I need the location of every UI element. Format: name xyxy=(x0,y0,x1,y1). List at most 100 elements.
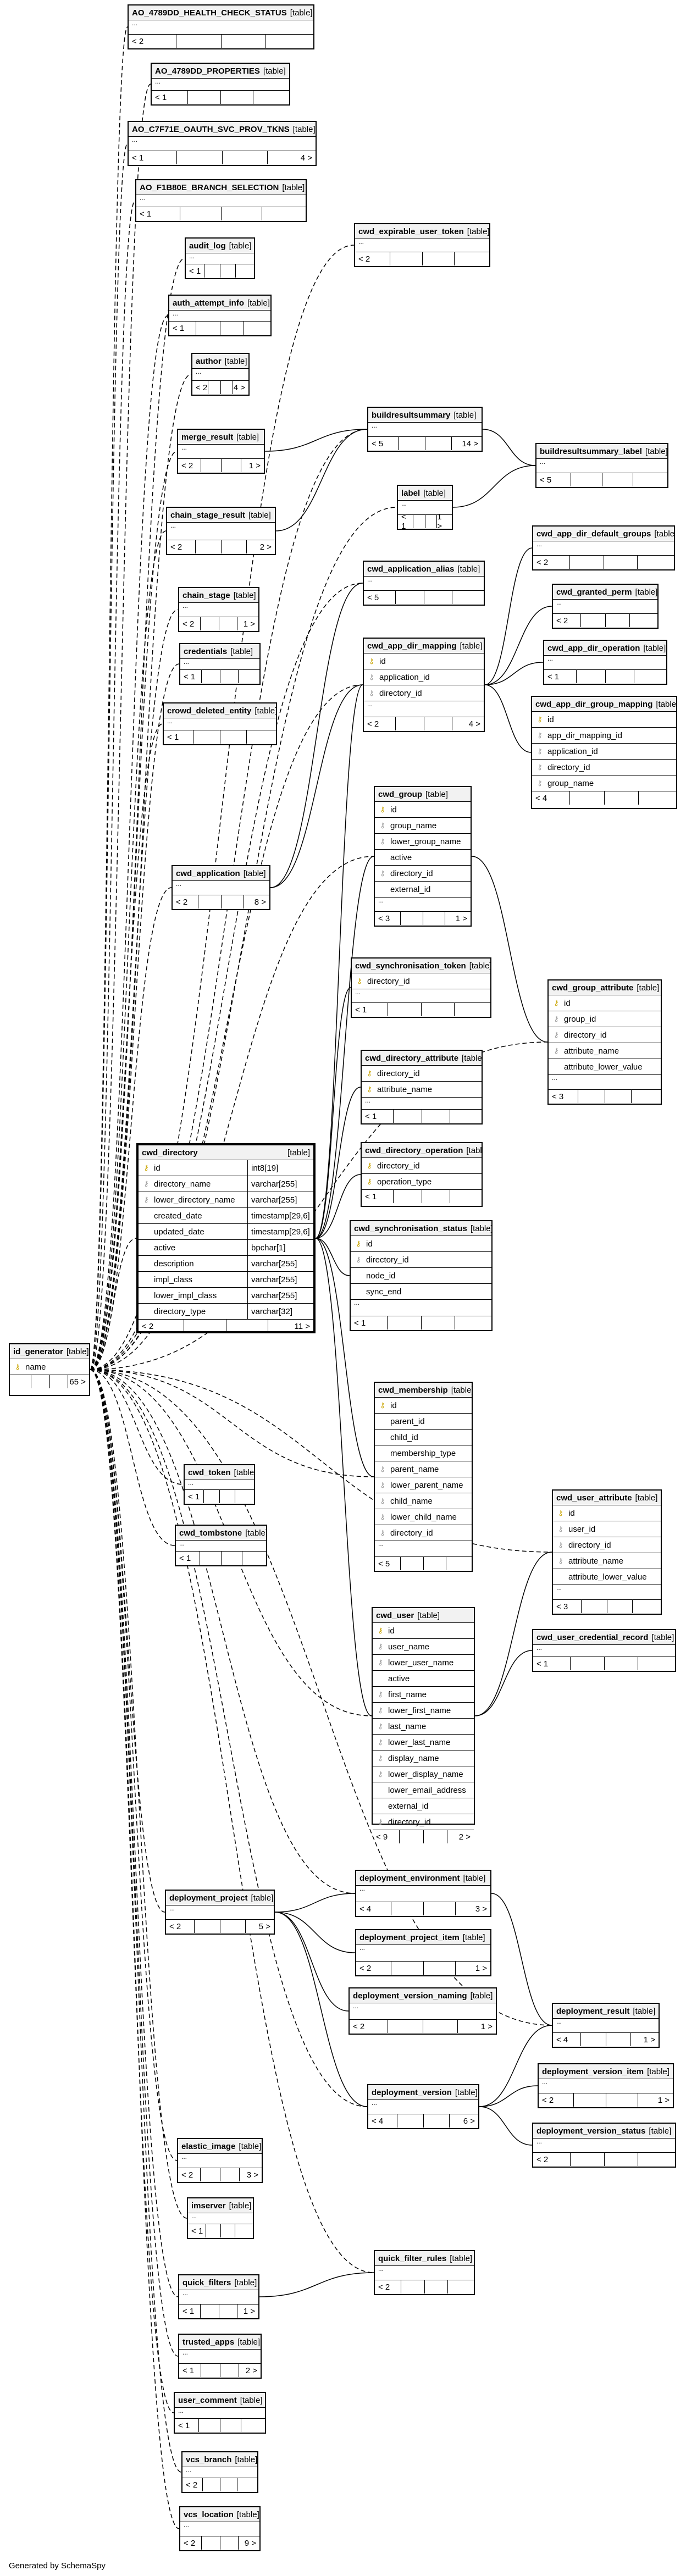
column-row[interactable]: ⚷directory_id xyxy=(373,1814,474,1830)
column-row[interactable]: parent_id xyxy=(375,1414,472,1430)
table-header[interactable]: vcs_location[table] xyxy=(180,2507,259,2522)
column-row[interactable]: ⚷display_name xyxy=(373,1750,474,1766)
column-row[interactable]: external_id xyxy=(375,882,471,898)
table-ao-4789dd-health-check-status[interactable]: AO_4789DD_HEALTH_CHECK_STATUS[table]...<… xyxy=(128,4,314,49)
table-header[interactable]: cwd_granted_perm[table] xyxy=(553,585,657,600)
column-row[interactable]: ⚷id xyxy=(373,1623,474,1639)
table-header[interactable]: deployment_result[table] xyxy=(553,2004,659,2019)
column-row[interactable]: ⚷name xyxy=(10,1359,89,1375)
table-header[interactable]: cwd_directory[table] xyxy=(139,1145,313,1160)
table-header[interactable]: deployment_project[table] xyxy=(166,1891,274,1905)
table-header[interactable]: cwd_app_dir_group_mapping[table] xyxy=(532,697,676,712)
table-buildresultsummary-label[interactable]: buildresultsummary_label[table]...< 5 xyxy=(535,443,668,488)
column-row[interactable]: ⚷directory_id xyxy=(532,760,676,775)
table-ao-4789dd-properties[interactable]: AO_4789DD_PROPERTIES[table]...< 1 xyxy=(151,63,290,106)
table-cwd-app-dir-default-groups[interactable]: cwd_app_dir_default_groups[table]...< 2 xyxy=(532,525,675,570)
table-deployment-version-status[interactable]: deployment_version_status[table]...< 2 xyxy=(532,2123,676,2168)
table-header[interactable]: AO_4789DD_HEALTH_CHECK_STATUS[table] xyxy=(129,5,313,20)
table-header[interactable]: chain_stage[table] xyxy=(179,588,258,603)
column-row[interactable]: ⚷directory_id xyxy=(375,866,471,882)
column-row[interactable]: ⚷app_dir_mapping_id xyxy=(532,728,676,744)
table-header[interactable]: cwd_group[table] xyxy=(375,787,471,802)
table-header[interactable]: cwd_user_credential_record[table] xyxy=(533,1630,675,1645)
table-cwd-synchronisation-status[interactable]: cwd_synchronisation_status[table]⚷id⚷dir… xyxy=(350,1220,493,1331)
table-audit-log[interactable]: audit_log[table]...< 1 xyxy=(185,237,255,279)
column-row[interactable]: ⚷directory_id xyxy=(352,973,490,989)
table-header[interactable]: AO_4789DD_PROPERTIES[table] xyxy=(152,64,289,79)
table-header[interactable]: cwd_app_dir_default_groups[table] xyxy=(533,527,674,541)
column-row[interactable]: ⚷directory_id xyxy=(549,1027,661,1043)
table-header[interactable]: AO_F1B80E_BRANCH_SELECTION[table] xyxy=(136,180,306,195)
table-header[interactable]: quick_filter_rules[table] xyxy=(375,2251,474,2266)
column-row[interactable]: ⚷last_name xyxy=(373,1719,474,1735)
column-row[interactable]: ⚷user_name xyxy=(373,1639,474,1655)
column-row[interactable]: ⚷id xyxy=(375,1398,472,1414)
column-row[interactable]: ⚷lower_user_name xyxy=(373,1655,474,1671)
column-row[interactable]: sync_end xyxy=(351,1284,491,1300)
column-row[interactable]: membership_type xyxy=(375,1445,472,1461)
column-row[interactable]: ⚷id xyxy=(375,802,471,818)
table-header[interactable]: deployment_environment[table] xyxy=(356,1871,490,1886)
column-row[interactable]: ⚷application_id xyxy=(364,669,484,685)
column-row[interactable]: ⚷attribute_name xyxy=(553,1553,661,1569)
table-header[interactable]: deployment_version_item[table] xyxy=(539,2064,673,2079)
column-row[interactable]: ⚷lower_child_name xyxy=(375,1509,472,1525)
column-row[interactable]: external_id xyxy=(373,1798,474,1814)
table-header[interactable]: cwd_tombstone[table] xyxy=(176,1526,266,1541)
table-cwd-app-dir-group-mapping[interactable]: cwd_app_dir_group_mapping[table]⚷id⚷app_… xyxy=(531,696,677,809)
table-vcs-branch[interactable]: vcs_branch[table]...< 2 xyxy=(181,2451,258,2493)
table-cwd-user-attribute[interactable]: cwd_user_attribute[table]⚷id⚷user_id⚷dir… xyxy=(552,1489,662,1615)
column-row[interactable]: ⚷user_id xyxy=(553,1521,661,1537)
table-header[interactable]: cwd_user[table] xyxy=(373,1608,474,1623)
table-header[interactable]: cwd_user_attribute[table] xyxy=(553,1491,661,1505)
table-cwd-group[interactable]: cwd_group[table]⚷id⚷group_name⚷lower_gro… xyxy=(374,786,472,927)
column-row[interactable]: ⚷directory_id xyxy=(351,1252,491,1268)
column-row[interactable]: ⚷operation_type xyxy=(362,1174,482,1190)
table-header[interactable]: cwd_group_attribute[table] xyxy=(549,980,661,995)
table-header[interactable]: audit_log[table] xyxy=(186,239,254,253)
table-header[interactable]: author[table] xyxy=(192,354,248,369)
column-row[interactable]: ⚷group_name xyxy=(375,818,471,834)
table-user-comment[interactable]: user_comment[table]...< 1 xyxy=(174,2392,266,2434)
table-cwd-user[interactable]: cwd_user[table]⚷id⚷user_name⚷lower_user_… xyxy=(372,1607,475,1843)
column-row[interactable]: ⚷lower_group_name xyxy=(375,834,471,850)
table-cwd-directory-attribute[interactable]: cwd_directory_attribute[table]⚷directory… xyxy=(361,1050,483,1124)
table-header[interactable]: cwd_application_alias[table] xyxy=(364,562,484,577)
table-header[interactable]: cwd_token[table] xyxy=(185,1465,254,1480)
column-row[interactable]: ⚷child_name xyxy=(375,1493,472,1509)
column-row[interactable]: ⚷id xyxy=(553,1505,661,1521)
table-header[interactable]: buildresultsummary_label[table] xyxy=(536,444,667,459)
table-header[interactable]: cwd_application[table] xyxy=(173,866,269,881)
table-header[interactable]: buildresultsummary[table] xyxy=(368,408,482,423)
table-header[interactable]: vcs_branch[table] xyxy=(182,2452,257,2467)
table-header[interactable]: deployment_version[table] xyxy=(368,2085,478,2100)
column-row[interactable]: ⚷directory_id xyxy=(362,1158,482,1174)
column-row[interactable]: ⚷application_id xyxy=(532,744,676,760)
column-row[interactable]: ⚷group_name xyxy=(532,775,676,791)
table-cwd-group-attribute[interactable]: cwd_group_attribute[table]⚷id⚷group_id⚷d… xyxy=(547,979,662,1105)
column-row[interactable]: ⚷id xyxy=(351,1236,491,1252)
column-row[interactable]: ⚷directory_id xyxy=(364,685,484,701)
column-row[interactable]: ⚷directory_id xyxy=(362,1066,482,1082)
column-row[interactable]: ⚷parent_name xyxy=(375,1461,472,1477)
column-row[interactable]: ⚷id xyxy=(549,995,661,1011)
column-row[interactable]: ⚷lower_display_name xyxy=(373,1766,474,1782)
column-row[interactable]: ⚷attribute_name xyxy=(362,1082,482,1098)
